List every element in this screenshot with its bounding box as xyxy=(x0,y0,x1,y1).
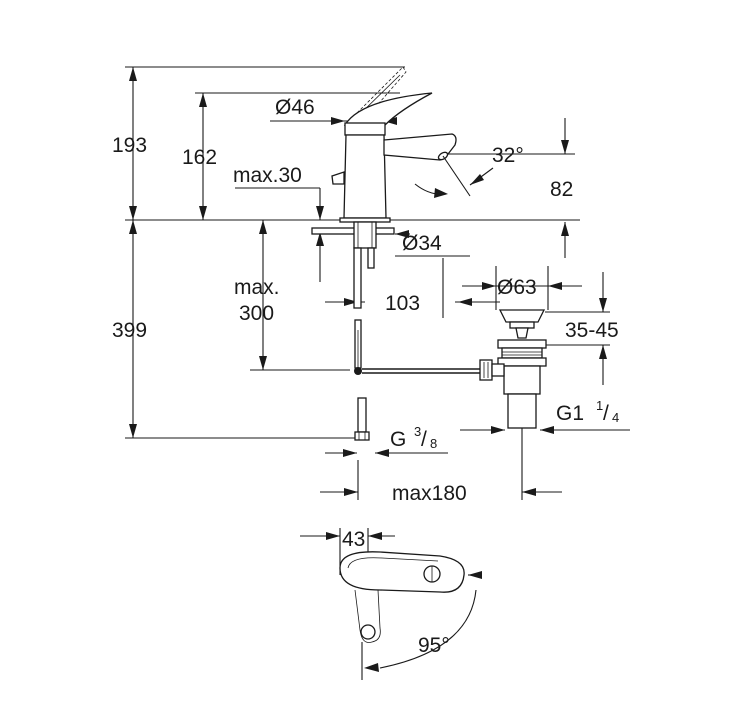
dimension-labels: 193 162 Ø46 32° 82 max.30 Ø34 max. 300 1… xyxy=(112,96,619,657)
angle-95-label: 95° xyxy=(418,634,450,657)
angle-32-label: 32° xyxy=(492,144,524,167)
dim-43-label: 43 xyxy=(342,528,365,551)
spout-angle-indicator xyxy=(414,155,494,198)
max-label: max. xyxy=(234,276,280,299)
top-view-lever xyxy=(339,551,482,680)
g1-denominator: 4 xyxy=(612,410,619,425)
dim-35-45-label: 35-45 xyxy=(565,319,619,342)
faucet-body xyxy=(311,66,480,441)
g38-numerator: 3 xyxy=(414,424,421,439)
g1-fraction-slash: / xyxy=(603,402,609,425)
dim-82-label: 82 xyxy=(550,178,573,201)
max-180-label: max180 xyxy=(392,482,467,505)
pop-up-drain xyxy=(479,309,547,429)
g1-label: G1 xyxy=(556,402,584,425)
dim-193-label: 193 xyxy=(112,134,147,157)
g38-fraction-slash: / xyxy=(421,428,427,451)
dia-34-label: Ø34 xyxy=(402,232,442,255)
dim-300-label: 300 xyxy=(239,302,274,325)
dia-63-label: Ø63 xyxy=(497,276,537,299)
dimension-lines xyxy=(125,66,630,575)
g1-numerator: 1 xyxy=(596,398,603,413)
dim-399-label: 399 xyxy=(112,319,147,342)
dim-162-label: 162 xyxy=(182,146,217,169)
dim-103-label: 103 xyxy=(385,292,420,315)
g38-label: G xyxy=(390,428,406,451)
dia-46-label: Ø46 xyxy=(275,96,315,119)
max-30-label: max.30 xyxy=(233,164,302,187)
g38-denominator: 8 xyxy=(430,436,437,451)
